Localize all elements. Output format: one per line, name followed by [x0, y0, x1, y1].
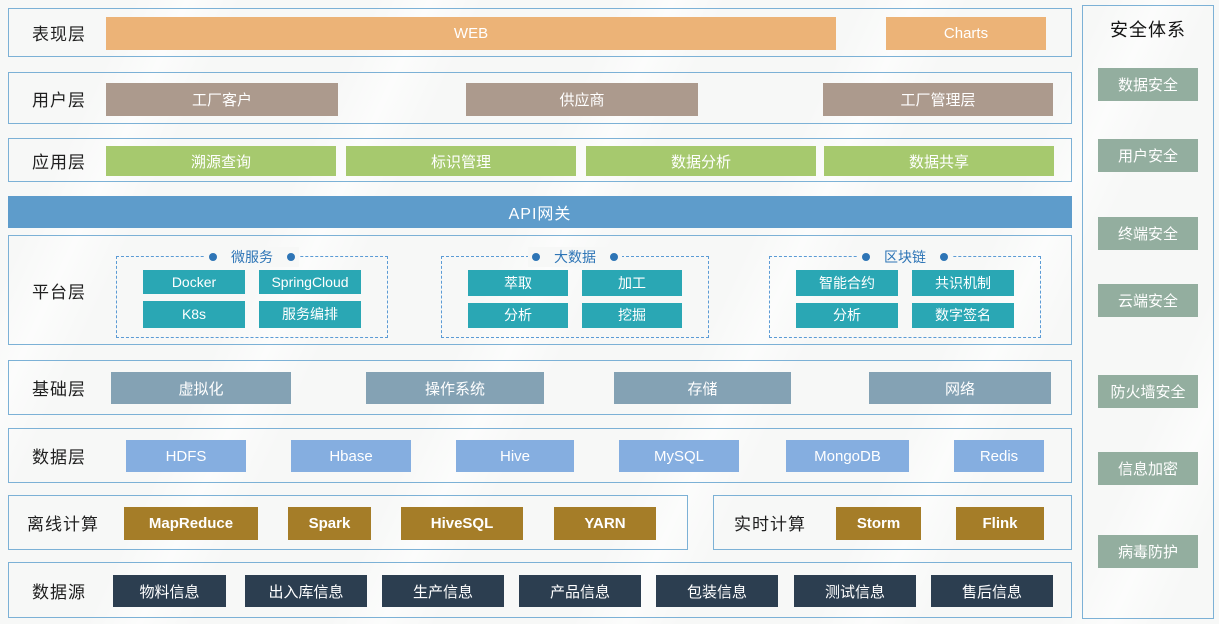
node-service-orchestration: 服务编排 — [259, 300, 361, 328]
node-mysql: MySQL — [619, 440, 739, 472]
bullet-icon — [209, 253, 217, 261]
node-cloud-security: 云端安全 — [1098, 284, 1198, 317]
data-layer-label: 数据层 — [32, 448, 86, 467]
node-hive: Hive — [456, 440, 574, 472]
node-hbase: Hbase — [291, 440, 411, 472]
node-factory-management: 工厂管理层 — [823, 83, 1053, 116]
bullet-icon — [287, 253, 295, 261]
node-test-info: 测试信息 — [794, 575, 916, 607]
node-storm: Storm — [836, 507, 921, 540]
security-sidebar: 安全体系 数据安全 用户安全 终端安全 云端安全 防火墙安全 信息加密 病毒防护 — [1082, 5, 1214, 619]
group-title-text: 微服务 — [231, 249, 273, 265]
security-sidebar-title: 安全体系 — [1110, 20, 1186, 40]
node-spark: Spark — [288, 507, 371, 540]
presentation-layer-row: 表现层 WEB Charts — [8, 8, 1072, 57]
application-layer-label: 应用层 — [32, 152, 86, 172]
node-virtualization: 虚拟化 — [111, 372, 291, 404]
data-layer-row: 数据层 HDFS Hbase Hive MySQL MongoDB Redis — [8, 428, 1072, 483]
group-blockchain: 区块链 智能合约 共识机制 分析 数字签名 — [769, 247, 1041, 338]
offline-compute-label: 离线计算 — [27, 515, 99, 534]
infrastructure-layer-row: 基础层 虚拟化 操作系统 存储 网络 — [8, 360, 1072, 415]
group-bigdata: 大数据 萃取 加工 分析 挖掘 — [441, 247, 709, 338]
node-material-info: 物料信息 — [113, 575, 226, 607]
bullet-icon — [940, 253, 948, 261]
datasource-row: 数据源 物料信息 出入库信息 生产信息 产品信息 包装信息 测试信息 售后信息 — [8, 562, 1072, 618]
node-springcloud: SpringCloud — [259, 270, 361, 294]
node-smart-contract: 智能合约 — [796, 270, 898, 296]
group-microservices: 微服务 Docker SpringCloud K8s 服务编排 — [116, 247, 388, 338]
node-product-info: 产品信息 — [519, 575, 641, 607]
realtime-compute-row: 实时计算 Storm Flink — [713, 495, 1072, 550]
node-firewall-security: 防火墙安全 — [1098, 375, 1198, 408]
node-factory-customer: 工厂客户 — [106, 83, 338, 116]
user-layer-label: 用户层 — [32, 90, 86, 110]
group-microservices-title: 微服务 — [205, 247, 299, 267]
node-trace-query: 溯源查询 — [106, 146, 336, 176]
node-extract: 萃取 — [468, 270, 568, 296]
group-title-text: 大数据 — [554, 249, 596, 265]
api-gateway-bar: API网关 — [8, 196, 1072, 228]
realtime-compute-label: 实时计算 — [734, 515, 806, 534]
node-data-analysis: 数据分析 — [586, 146, 816, 176]
group-microservices-grid: Docker SpringCloud K8s 服务编排 — [143, 270, 361, 328]
node-charts: Charts — [886, 17, 1046, 50]
node-supplier: 供应商 — [466, 83, 698, 116]
bullet-icon — [610, 253, 618, 261]
node-packaging-info: 包装信息 — [656, 575, 778, 607]
group-blockchain-grid: 智能合约 共识机制 分析 数字签名 — [796, 270, 1014, 328]
node-redis: Redis — [954, 440, 1044, 472]
node-id-management: 标识管理 — [346, 146, 576, 176]
node-user-security: 用户安全 — [1098, 139, 1198, 172]
node-web: WEB — [106, 17, 836, 50]
infrastructure-layer-label: 基础层 — [32, 380, 86, 399]
node-mine: 挖掘 — [582, 302, 682, 328]
node-docker: Docker — [143, 270, 245, 294]
user-layer-row: 用户层 工厂客户 供应商 工厂管理层 — [8, 72, 1072, 124]
node-network: 网络 — [869, 372, 1051, 404]
presentation-layer-label: 表现层 — [32, 25, 86, 44]
node-data-security: 数据安全 — [1098, 68, 1198, 101]
node-production-info: 生产信息 — [382, 575, 504, 607]
datasource-label: 数据源 — [32, 582, 86, 602]
node-mapreduce: MapReduce — [124, 507, 258, 540]
node-data-sharing: 数据共享 — [824, 146, 1054, 176]
node-hdfs: HDFS — [126, 440, 246, 472]
node-digital-signature: 数字签名 — [912, 302, 1014, 328]
platform-layer-row: 平台层 微服务 Docker SpringCloud K8s 服务编排 大数据 … — [8, 235, 1072, 345]
node-yarn: YARN — [554, 507, 656, 540]
group-blockchain-title: 区块链 — [858, 247, 952, 267]
group-title-text: 区块链 — [884, 249, 926, 265]
node-hivesql: HiveSQL — [401, 507, 523, 540]
bullet-icon — [532, 253, 540, 261]
node-flink: Flink — [956, 507, 1044, 540]
node-operating-system: 操作系统 — [366, 372, 544, 404]
node-k8s: K8s — [143, 300, 245, 328]
node-analyze: 分析 — [468, 302, 568, 328]
group-bigdata-title: 大数据 — [528, 247, 622, 267]
node-chain-analysis: 分析 — [796, 302, 898, 328]
node-virus-protection: 病毒防护 — [1098, 535, 1198, 568]
group-bigdata-grid: 萃取 加工 分析 挖掘 — [468, 270, 682, 328]
node-storage: 存储 — [614, 372, 791, 404]
application-layer-row: 应用层 溯源查询 标识管理 数据分析 数据共享 — [8, 138, 1072, 182]
node-terminal-security: 终端安全 — [1098, 217, 1198, 250]
node-mongodb: MongoDB — [786, 440, 909, 472]
node-inventory-info: 出入库信息 — [245, 575, 367, 607]
bullet-icon — [862, 253, 870, 261]
node-process: 加工 — [582, 270, 682, 296]
platform-layer-label: 平台层 — [32, 282, 86, 302]
node-aftersales-info: 售后信息 — [931, 575, 1053, 607]
offline-compute-row: 离线计算 MapReduce Spark HiveSQL YARN — [8, 495, 688, 550]
node-info-encryption: 信息加密 — [1098, 452, 1198, 485]
node-consensus: 共识机制 — [912, 270, 1014, 296]
